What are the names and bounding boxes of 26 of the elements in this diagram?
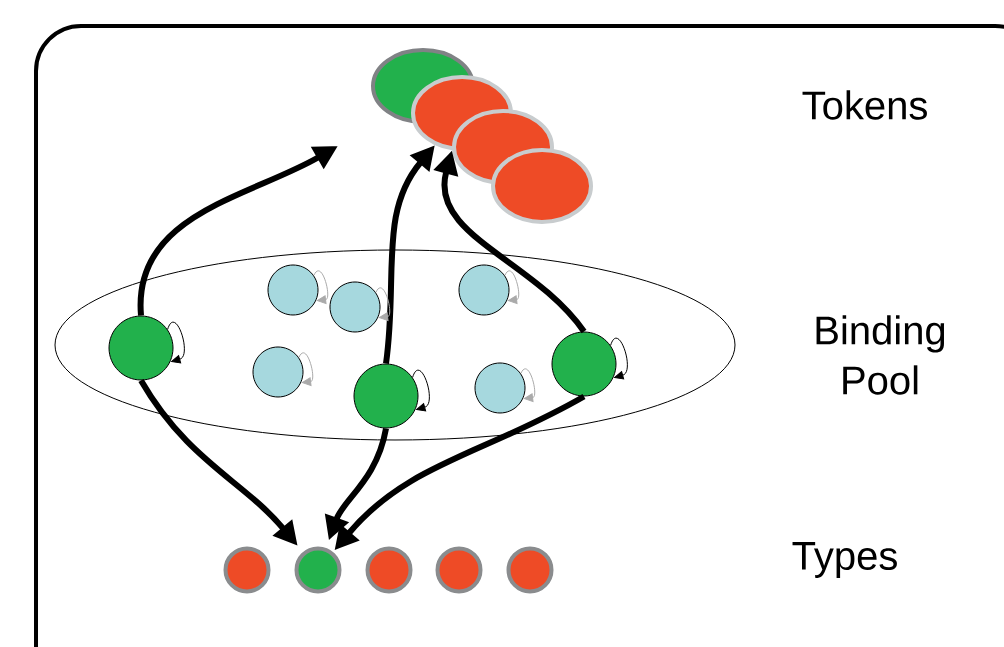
loop-arrow: [167, 321, 185, 364]
node-circle: [458, 264, 510, 316]
node-circle: [551, 331, 617, 397]
loop-arrow: [610, 337, 628, 380]
node-circle: [252, 346, 304, 398]
node-circle: [474, 362, 526, 414]
type-dot: [506, 546, 554, 594]
pool-ellipse: [54, 249, 736, 441]
section-label: Types: [792, 542, 897, 578]
section-label: Binding Pool: [816, 315, 945, 395]
type-dot: [435, 546, 483, 594]
type-dot: [365, 546, 413, 594]
token-ellipse: [491, 148, 593, 224]
node-circle: [267, 264, 319, 316]
loop-arrow: [412, 369, 430, 412]
node-circle: [329, 281, 381, 333]
section-label: Tokens: [802, 90, 927, 120]
node-circle: [108, 315, 174, 381]
type-dot: [294, 546, 342, 594]
loop-arrow: [313, 270, 329, 304]
node-circle: [353, 363, 419, 429]
loop-arrow: [504, 270, 520, 304]
loop-arrow: [375, 287, 391, 321]
loop-arrow: [298, 352, 314, 386]
type-dot: [223, 546, 271, 594]
loop-arrow: [520, 368, 536, 402]
